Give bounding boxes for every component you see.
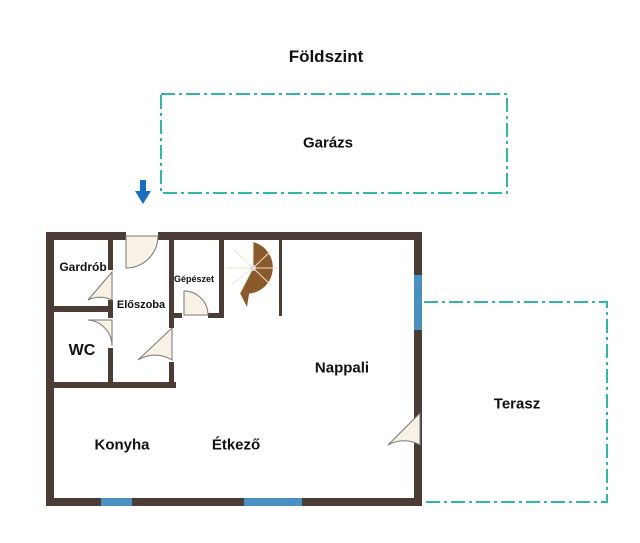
garage-outline	[160, 93, 508, 194]
wc-door	[87, 319, 113, 347]
room-label-hall: Előszoba	[116, 299, 166, 311]
windows	[101, 275, 422, 506]
utility-door	[183, 290, 209, 316]
room-label-wardrobe: Gardrób	[59, 260, 107, 274]
room-label-utility: Gépészet	[173, 274, 215, 284]
floor-title: Földszint	[288, 47, 364, 66]
window	[244, 498, 302, 506]
terrace-door	[387, 411, 421, 446]
doors	[87, 235, 421, 446]
entrance-arrow-icon	[135, 180, 151, 204]
room-label-dining: Étkező	[211, 436, 261, 454]
walls	[46, 232, 422, 506]
spiral-staircase	[227, 242, 279, 307]
room-label-garage: Garázs	[302, 134, 354, 152]
room-label-living: Nappali	[314, 359, 370, 377]
window	[101, 498, 132, 506]
room-label-terrace: Terasz	[493, 395, 541, 413]
wardrobe-door	[87, 270, 113, 301]
room-label-wc: WC	[68, 342, 96, 359]
entrance-door	[125, 235, 159, 269]
hall-door	[137, 326, 173, 361]
window	[414, 275, 422, 330]
room-label-kitchen: Konyha	[94, 436, 150, 454]
terrace-outline	[424, 301, 608, 503]
